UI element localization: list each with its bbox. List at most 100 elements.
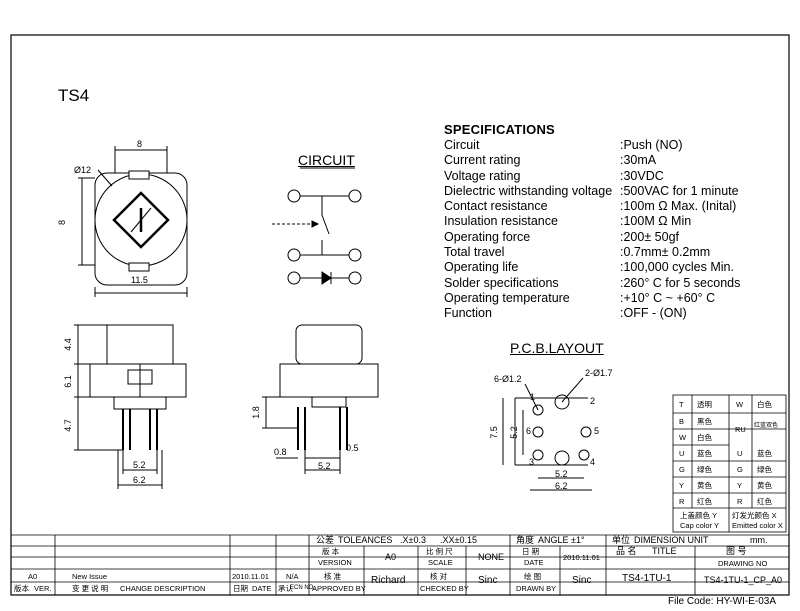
color-table-grid [672,394,787,533]
color-code: U [679,449,685,458]
pcb-pin-5: 5 [594,426,600,436]
tb-drawing-en: DRAWING NO [718,559,768,568]
front-view-housing [89,363,187,398]
spec-row: Voltage rating :30VDC [444,169,784,184]
dim-top-width: 8 [137,139,143,149]
spec-value: :260° C for 5 seconds [620,275,741,290]
tb-rev-na: N/A [286,572,299,581]
dim-pin-t: 0.5 [346,443,359,453]
tb-scale-en: SCALE [428,558,453,567]
color-name: 透明 [697,400,712,409]
pcb-pin-3: 3 [529,457,535,467]
tb-ecn-cn: 承认 [278,584,293,593]
dim-side-spacing: 5.2 [318,461,331,471]
color-name: 蓝色 [757,449,772,458]
spec-name: Operating temperature [444,290,570,305]
side-view-housing [279,363,379,398]
color-code: G [737,465,743,474]
dim-h2: 6.1 [62,375,73,388]
spec-row: Operating force:200± 50gf [444,230,784,245]
cap-color-en: Cap color Y [680,521,720,530]
tb-checked-en: CHECKED BY [420,584,469,593]
tb-unit-cn: 单位 [612,535,631,545]
dim-pin-spacing: 5.2 [133,460,146,470]
pcb-pin-2: 2 [590,396,596,406]
spec-value: :0.7mm± 0.2mm [620,245,711,260]
tb-ver-en: VER. [34,584,52,593]
spec-row: Dielectric withstanding voltage:500VAC f… [444,184,784,199]
dim-overall: 6.2 [133,475,146,485]
tb-approved-en: APPROVED BY [312,584,366,593]
spec-heading: SPECIFICATIONS [444,122,555,137]
tb-approved-val: Richard [371,575,406,586]
tb-drawn-en: DRAWN BY [516,584,557,593]
spec-row: Insulation resistance :100M Ω Min [444,214,784,229]
pcb-pin-1: 1 [530,392,536,402]
tb-version-en: VERSION [318,558,352,567]
tb-angle-en: ANGLE ±1° [538,535,585,545]
tb-tolerance-cn: 公差 [316,535,335,545]
color-name: 红色 [697,497,712,506]
tb-drawing-cn: 图 号 [726,546,747,556]
pcb-width-inner: 5.2 [555,469,568,479]
spec-row: Contact resistance:100m Ω Max. (Inital) [444,199,784,214]
color-code: B [679,417,685,426]
spec-name: Voltage rating [444,168,521,183]
color-code: R [679,497,685,506]
color-code: T [679,400,684,409]
color-code: Y [679,481,685,490]
tb-ver-cn: 版本 [14,584,29,593]
cap-square [112,191,170,249]
tb-drawn-cn: 绘 图 [524,572,542,581]
tb-version-cn: 版 本 [322,547,340,556]
spec-value: :30VDC [620,168,664,183]
tb-change-cn: 变 更 说 明 [72,584,109,593]
tb-change-en: CHANGE DESCRIPTION [120,584,206,593]
tb-angle-cn: 角度 [516,535,535,545]
spec-value: :100M Ω Min [620,214,692,229]
tb-approved-cn: 核 准 [324,572,342,581]
side-view [262,324,379,474]
color-code: W [736,400,744,409]
emit-color-cn: 灯发光颜色 X [732,511,777,520]
tb-rev-val: A0 [28,572,38,581]
color-name: 黄色 [757,481,772,490]
sheet-border [10,34,790,596]
color-name: 黑色 [697,417,712,426]
dim-diameter: Ø12 [74,165,92,175]
color-code: Y [737,481,743,490]
spec-value: :100,000 cycles Min. [620,260,734,275]
pcb-layout [502,377,592,491]
spec-name: Insulation resistance [444,214,558,229]
side-view-cap [295,324,363,365]
tb-checked-cn: 核 对 [430,572,448,581]
spec-value: :200± 50gf [620,229,679,244]
tb-tol1: .X±0.3 [400,535,426,545]
pcb-height-inner: 5.2 [508,426,519,439]
color-name: 黄色 [697,481,712,490]
dim-pin-len: 1.8 [250,406,261,419]
spec-value: :500VAC for 1 minute [620,183,739,198]
spec-value: :30mA [620,153,657,168]
color-name: 白色 [697,433,712,442]
front-view-cap [106,324,174,365]
spec-table: Circuit:Push (NO) Current rating:30mA Vo… [444,138,784,322]
tb-date-cn: 日 期 [522,547,540,556]
dim-h1: 4.4 [62,338,73,351]
pcb-height-outer: 7.5 [488,426,499,439]
color-code: G [679,465,685,474]
color-name: 蓝色 [697,449,712,458]
tb-rdate-cn: 日期 [233,584,248,593]
tb-rev-desc: New Issue [72,572,108,581]
tb-title-val: TS4-1TU-1 [622,573,672,584]
color-code: U [737,449,743,458]
tb-scale-cn: 比 例 尺 [426,547,453,556]
dim-pin-w: 0.8 [274,447,287,457]
pcb-hole-large-label: 2-Ø1.7 [585,368,613,378]
spec-row: Circuit:Push (NO) [444,138,784,153]
color-name: 红色 [757,497,772,506]
spec-row: Solder specifications:260° C for 5 secon… [444,276,784,291]
dim-body-width: 11.5 [131,275,148,285]
